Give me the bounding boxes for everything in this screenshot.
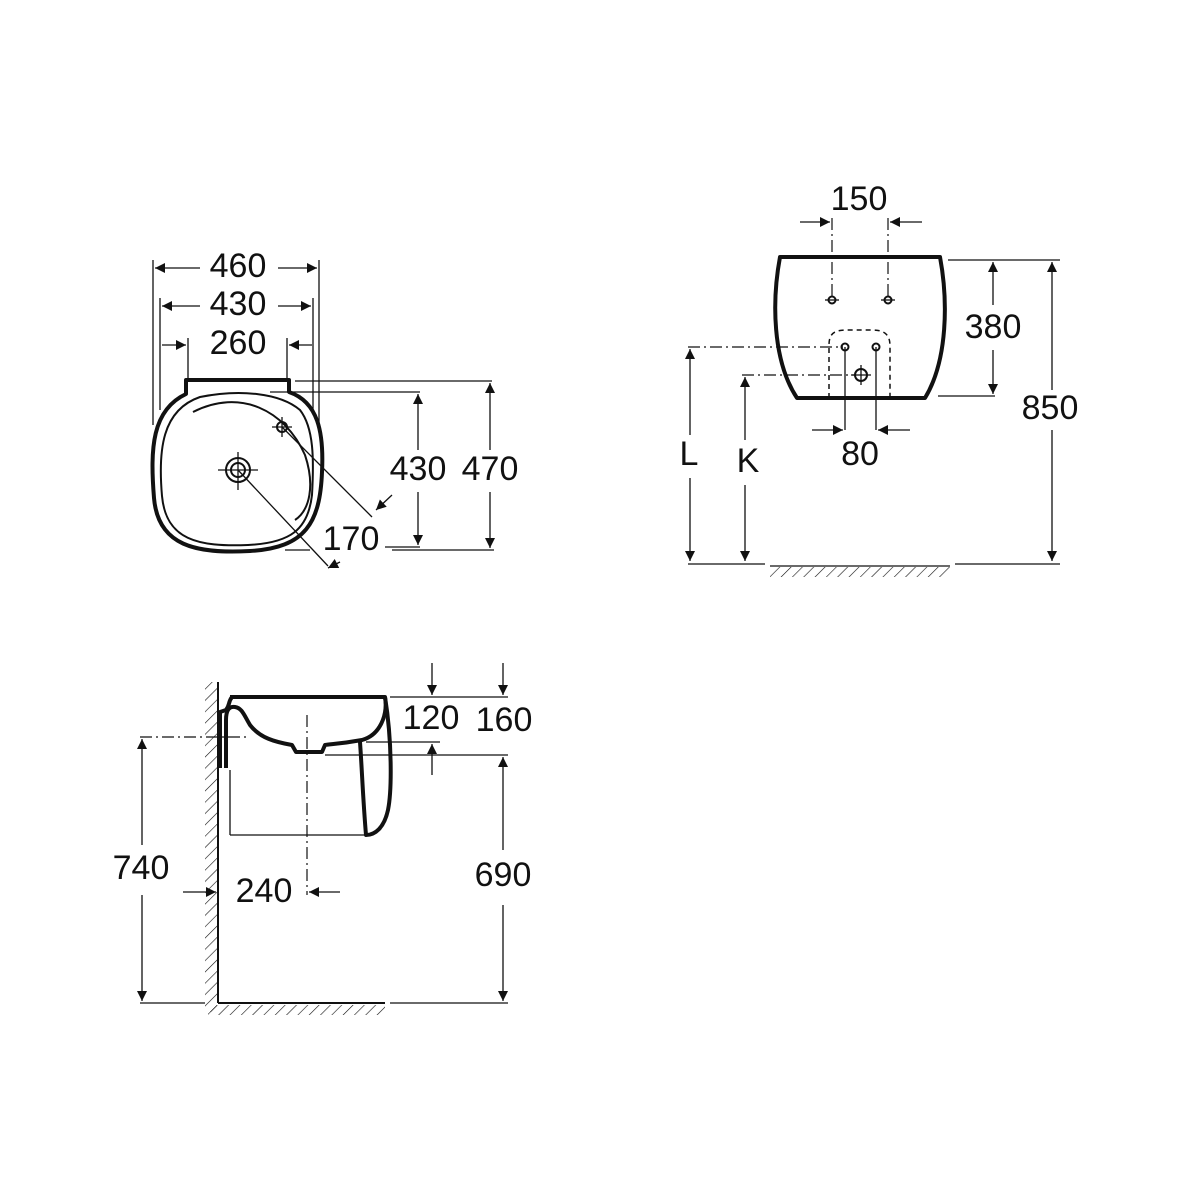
wall-hatch [205, 682, 217, 1012]
dim-supply-spacing: 80 [841, 435, 879, 473]
dim-width-back: 260 [210, 324, 267, 362]
dim-drain-depth: 160 [476, 701, 533, 739]
dim-tap-to-drain: 170 [323, 520, 380, 558]
dim-drain-height: K [737, 442, 760, 480]
dim-total-height: 850 [1022, 389, 1079, 427]
dim-depth-inner: 430 [390, 450, 447, 488]
pedestal-profile [358, 696, 393, 837]
top-view: 460 430 260 170 430 470 [150, 247, 519, 569]
dim-bowl-depth: 120 [403, 699, 460, 737]
dim-fixing-height: 740 [113, 849, 170, 887]
dim-drain-wall-distance: 240 [236, 872, 293, 910]
basin-side-profile [224, 695, 388, 768]
basin-inner-rim [159, 392, 314, 547]
floor-hatch [208, 1005, 385, 1015]
basin-front-outline [773, 255, 947, 400]
side-view: 120 160 690 740 240 [113, 663, 533, 1015]
supply-hole-icon [840, 342, 881, 430]
dim-outlet-height: 690 [475, 856, 532, 894]
dim-width-inner: 430 [210, 285, 267, 323]
basin-outline [150, 378, 325, 554]
floor-hatch [770, 567, 950, 577]
dim-supply-height: L [680, 435, 699, 473]
dim-width-outer: 460 [210, 247, 267, 285]
front-view: 150 80 380 850 L K [680, 180, 1079, 577]
fixing-hole-icon [825, 295, 895, 305]
dim-basin-height: 380 [965, 308, 1022, 346]
dim-fixing-spacing: 150 [831, 180, 888, 218]
dim-depth-outer: 470 [462, 450, 519, 488]
